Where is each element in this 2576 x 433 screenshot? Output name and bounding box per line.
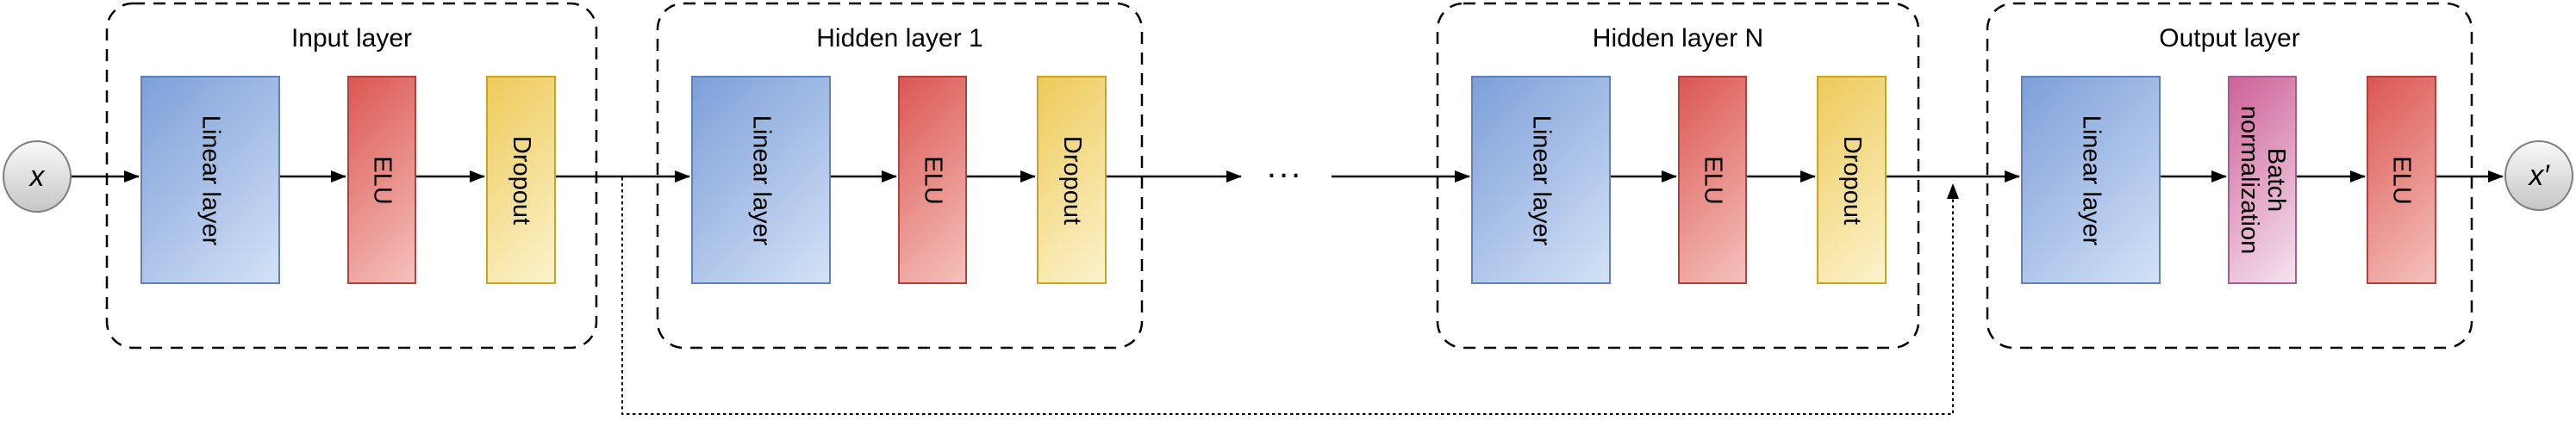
block-label-wrap: Linear layer [2023, 77, 2159, 282]
block-label-wrap: Linear layer [1473, 77, 1609, 282]
block-label-wrap: ELU [1680, 77, 1745, 282]
block-elu: ELU [898, 76, 967, 284]
block-label-line: Linear layer [196, 114, 225, 245]
block-linear-layer: Linear layer [2021, 76, 2161, 284]
block-linear-layer: Linear layer [691, 76, 831, 284]
block-label-wrap: Linear layer [142, 77, 278, 282]
block-label-line: ELU [919, 155, 947, 205]
block-label-line: Linear layer [1527, 114, 1556, 245]
block-elu: ELU [347, 76, 416, 284]
block-linear-layer: Linear layer [140, 76, 280, 284]
group-border-output-layer [1986, 2, 2473, 349]
block-label: Linear layer [747, 114, 776, 245]
block-label-wrap: ELU [349, 77, 415, 282]
block-label-line: Dropout [508, 135, 536, 225]
group-title: Output layer [2159, 24, 2300, 53]
block-label-wrap: ELU [2368, 77, 2435, 282]
block-label: Dropout [1058, 135, 1087, 225]
block-label-wrap: Linear layer [693, 77, 829, 282]
block-label-line: Dropout [1838, 135, 1867, 225]
block-label-line: Dropout [1058, 135, 1087, 225]
block-linear-layer: Linear layer [1471, 76, 1611, 284]
block-dropout: Dropout [1037, 76, 1107, 284]
block-label-wrap: ELU [900, 77, 965, 282]
block-label-line: ELU [2387, 155, 2416, 205]
block-label-line: normalization [2236, 105, 2264, 255]
block-label: Dropout [1838, 135, 1867, 225]
block-label: Linear layer [1527, 114, 1556, 245]
block-elu: ELU [2367, 76, 2436, 284]
block-label: ELU [2387, 155, 2416, 205]
layer-group-hidden-layer-1: Hidden layer 1 Linear layer ELU Dropout [658, 3, 1142, 348]
block-elu: ELU [1678, 76, 1747, 284]
block-label: Linear layer [196, 114, 225, 245]
input-node: x [3, 140, 72, 213]
group-border-hidden-layer-n [1436, 2, 1920, 349]
hidden-layers-ellipsis: ... [1266, 147, 1304, 185]
block-label-wrap: Dropout [1818, 77, 1885, 282]
block-label: Dropout [508, 135, 536, 225]
group-title: Hidden layer N [1592, 24, 1764, 53]
block-label-line: ELU [368, 155, 396, 205]
block-label-wrap: Dropout [1039, 77, 1105, 282]
output-node: x′ [2504, 140, 2573, 211]
block-label-line: ELU [1699, 155, 1727, 205]
block-label-line: Linear layer [747, 114, 776, 245]
block-label-line: Batch [2262, 147, 2291, 213]
block-label: Linear layer [2078, 114, 2105, 245]
layer-group-hidden-layer-n: Hidden layer N Linear layer ELU Dropout [1438, 3, 1918, 348]
block-dropout: Dropout [1817, 76, 1887, 284]
block-label-line: Linear layer [2077, 114, 2105, 245]
block-dropout: Dropout [486, 76, 556, 284]
block-label: ELU [368, 155, 396, 205]
group-border-hidden-layer-1 [656, 2, 1144, 349]
group-title: Input layer [290, 24, 413, 53]
block-label: ELU [919, 155, 947, 205]
block-label-wrap: Dropout [488, 77, 554, 282]
block-label: ELU [1699, 155, 1727, 205]
group-title: Hidden layer 1 [816, 24, 983, 53]
